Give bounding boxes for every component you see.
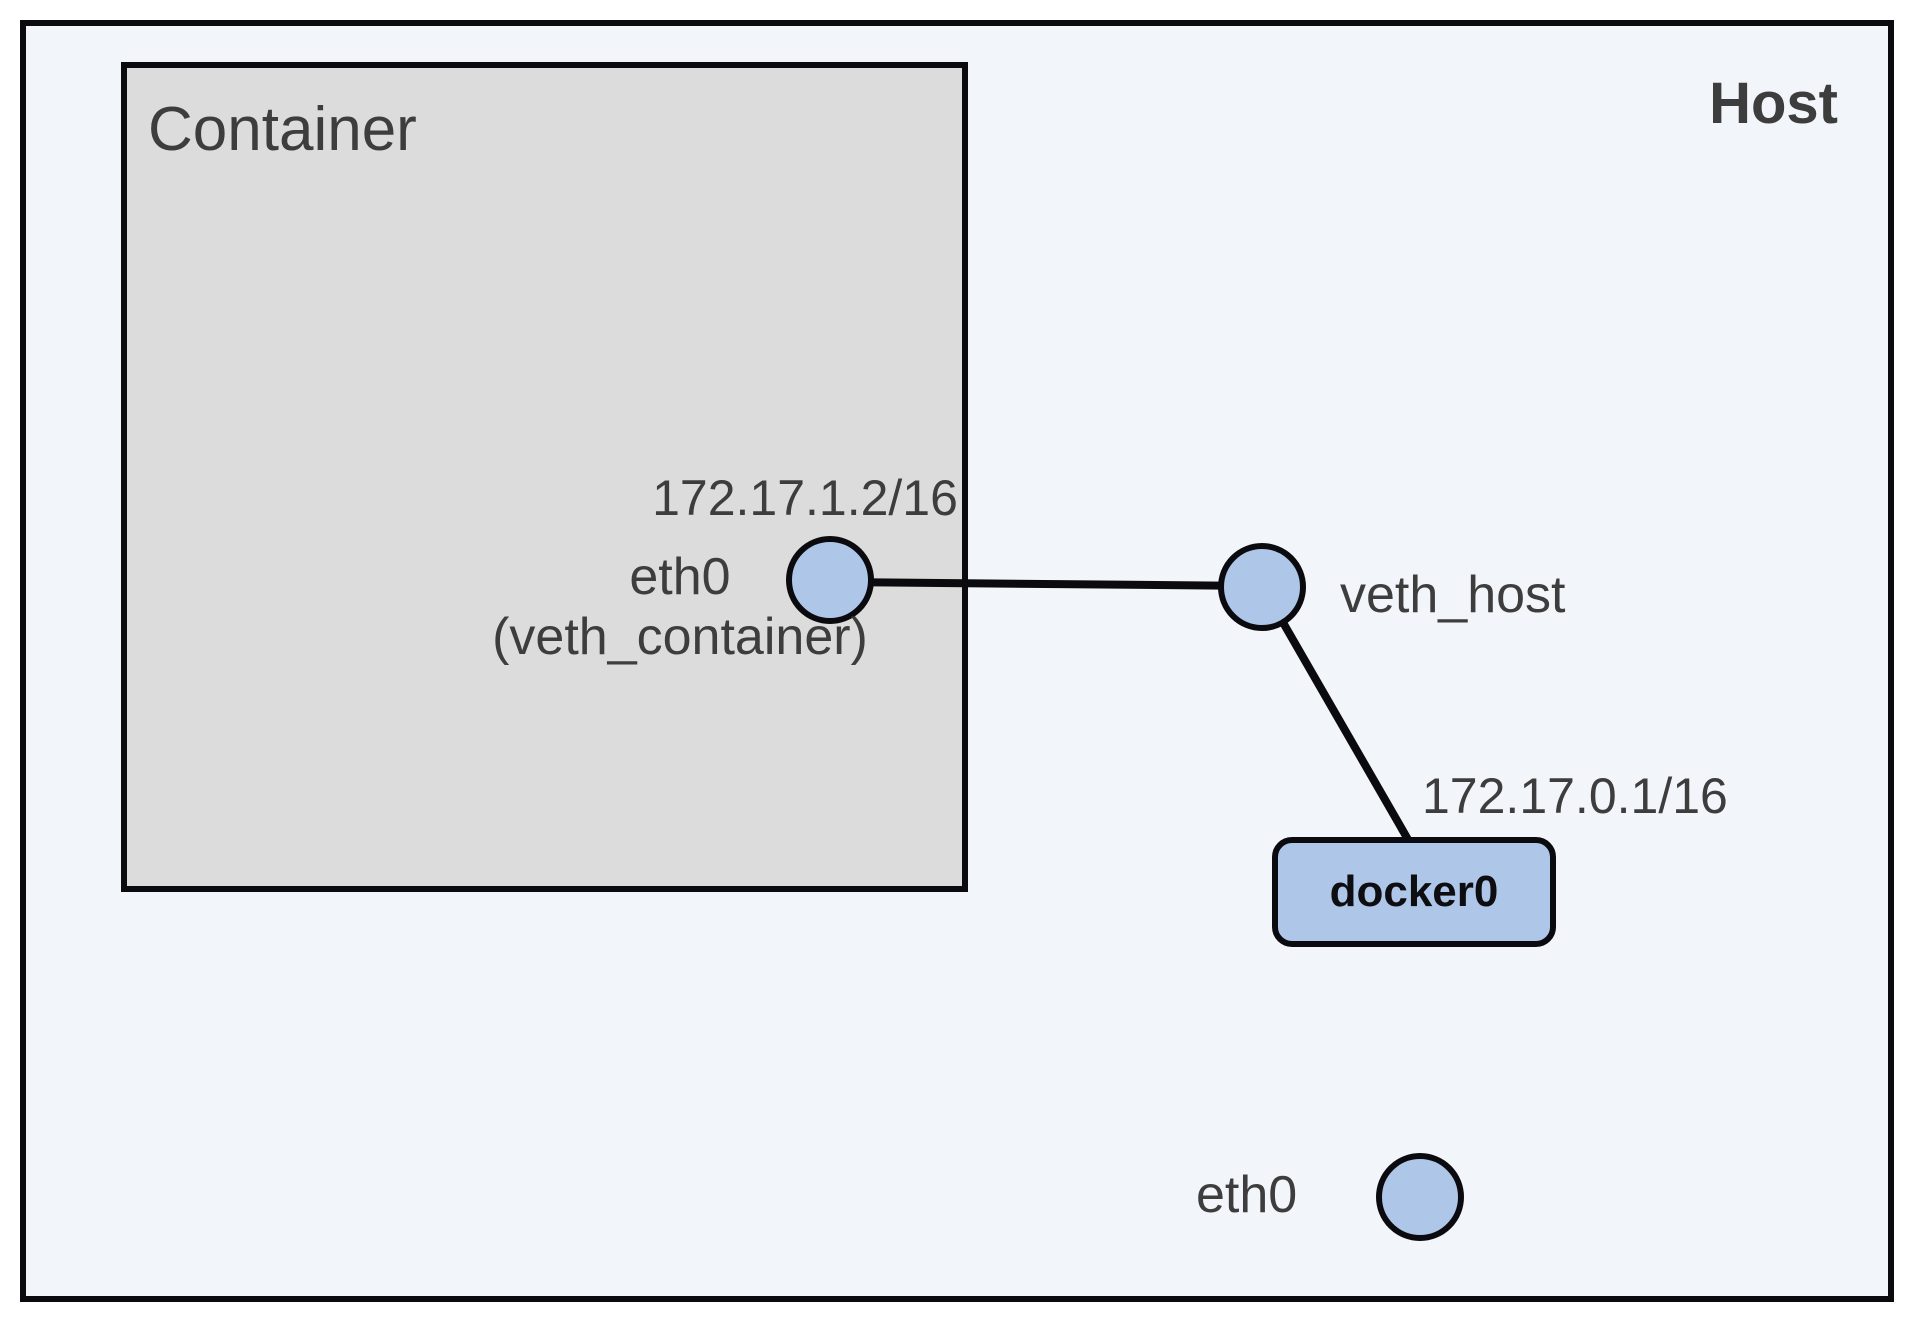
link-veth-host-to-docker0 [1258, 584, 1414, 845]
docker0-label: docker0 [1329, 867, 1499, 916]
container-boundary [121, 62, 968, 892]
veth-container-node-circle [786, 536, 874, 624]
host-eth0-label: eth0 [1196, 1166, 1298, 1224]
veth-container-alias: (veth_container) [492, 607, 868, 666]
veth-container-label: eth0 (veth_container) [450, 548, 910, 668]
container-label: Container [148, 95, 417, 164]
docker0-ip-label: 172.17.0.1/16 [1422, 768, 1728, 824]
veth-container-name: eth0 [629, 548, 731, 606]
host-eth0-node-circle [1376, 1153, 1464, 1241]
docker0-bridge-node: docker0 [1272, 837, 1556, 947]
veth-container-ip-label: 172.17.1.2/16 [652, 470, 958, 526]
veth-host-node-circle [1218, 543, 1306, 631]
link-veth-container-to-veth-host [831, 578, 1263, 590]
veth-host-label: veth_host [1340, 566, 1566, 624]
host-label: Host [1709, 71, 1838, 136]
